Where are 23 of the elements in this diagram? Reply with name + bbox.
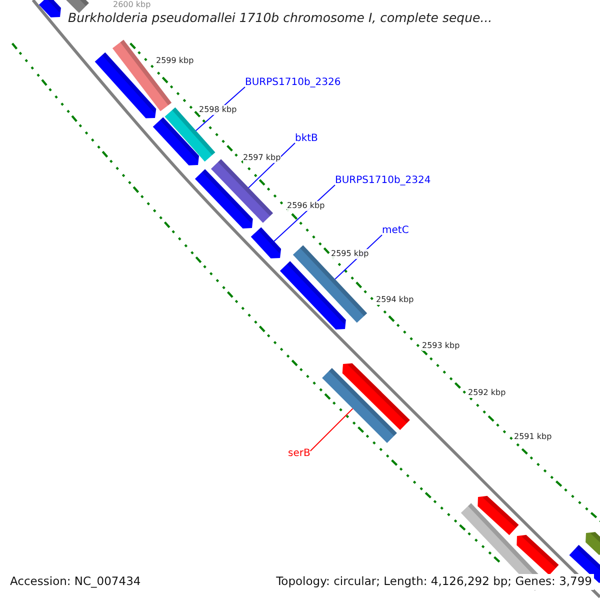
- summary-text: Topology: circular; Length: 4,126,292 bp; Genes: 3,799: [274, 574, 594, 590]
- gene-label: metC: [382, 225, 409, 237]
- tick-label: 2596 kbp: [287, 201, 325, 211]
- tick-label: 2599 kbp: [156, 56, 194, 66]
- tick-label: 2594 kbp: [376, 295, 414, 305]
- gene-label: BURPS1710b_2324: [335, 175, 431, 187]
- map-title: Burkholderia pseudomallei 1710b chromosome I, complete seque...: [68, 10, 492, 25]
- accession-text: Accession: NC_007434: [8, 574, 143, 590]
- gene-block: [250, 227, 282, 258]
- tick-label: 2595 kbp: [331, 249, 369, 259]
- gene-label: bktB: [295, 133, 318, 145]
- tick-label: 2592 kbp: [468, 388, 506, 398]
- tick-label: 2597 kbp: [243, 153, 281, 163]
- leader-line: [248, 142, 296, 188]
- tick-label: 2593 kbp: [422, 341, 460, 351]
- tick-label: 2591 kbp: [514, 432, 552, 442]
- gene-block: [292, 245, 368, 323]
- tick-label: 2600 kbp: [113, 0, 151, 10]
- tick-label: 2598 kbp: [199, 105, 237, 115]
- gene-label: serB: [288, 448, 310, 460]
- leader-line: [310, 408, 354, 452]
- gene-label: BURPS1710b_2326: [245, 77, 341, 89]
- gene-block: [322, 368, 397, 443]
